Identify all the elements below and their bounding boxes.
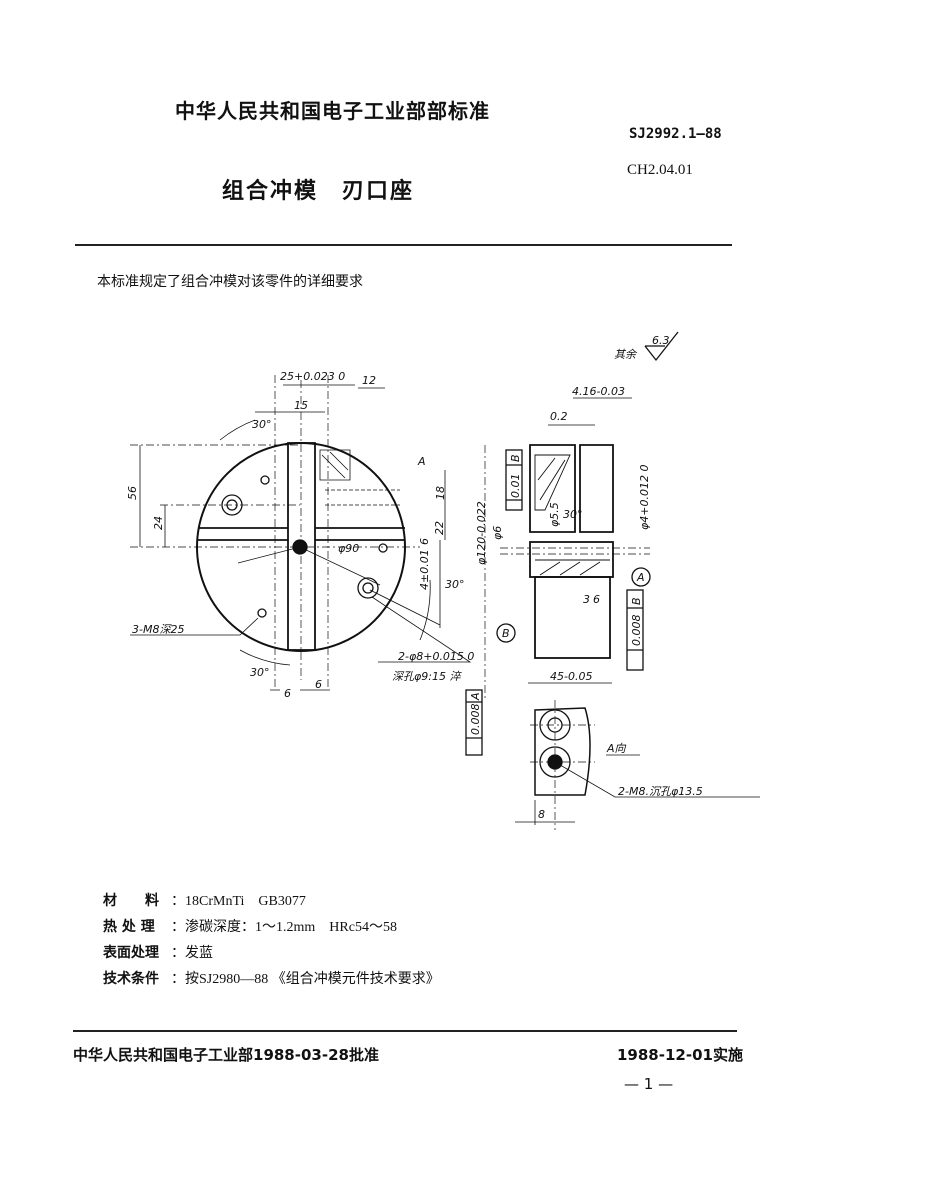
svg-text:56: 56: [126, 486, 139, 500]
svg-text:φ90: φ90: [338, 542, 359, 555]
footer-divider: [73, 1030, 737, 1032]
svg-text:8: 8: [538, 808, 545, 821]
svg-text:18: 18: [434, 486, 447, 500]
svg-text:φ6: φ6: [491, 526, 504, 540]
svg-text:0.008: 0.008: [630, 615, 643, 647]
svg-text:24: 24: [152, 516, 165, 530]
svg-text:15: 15: [294, 399, 308, 412]
svg-text:0.008: 0.008: [469, 704, 482, 736]
front-view: [130, 375, 472, 691]
svg-text:0.2: 0.2: [550, 410, 568, 423]
approval-note: 中华人民共和国电子工业部1988-03-28批准: [73, 1046, 379, 1064]
effective-date: 1988-12-01实施: [617, 1046, 743, 1064]
front-view-dimensions: 25+0.023 0 12 15 30° 56 24 A 18 22 6 4±0…: [126, 370, 474, 700]
side-view-dimensions: 4.16-0.03 0.2 φ120-0.022 φ6 0.01 B 30° φ…: [469, 385, 651, 735]
part-code: CH2.04.01: [627, 162, 693, 178]
svg-text:φ4+0.012 0: φ4+0.012 0: [638, 465, 651, 530]
svg-text:B: B: [630, 597, 643, 605]
svg-text:2-M8.沉孔φ13.5: 2-M8.沉孔φ13.5: [618, 785, 703, 798]
issuing-organization: 中华人民共和国电子工业部部标准: [175, 99, 490, 123]
svg-text:12: 12: [362, 374, 376, 387]
svg-text:6: 6: [284, 687, 291, 700]
svg-text:4±0.01: 4±0.01: [418, 549, 431, 590]
spec-technical-conditions: 技术条件：按SJ2980—88 《组合冲模元件技术要求》: [103, 971, 440, 987]
svg-text:22: 22: [433, 521, 446, 535]
roughness-symbol: [644, 331, 679, 362]
spec-surface-treatment: 表面处理：发蓝: [103, 945, 213, 961]
svg-text:φ5.5: φ5.5: [548, 502, 561, 527]
svg-text:6: 6: [315, 678, 322, 691]
svg-text:2-φ8+0.015 0: 2-φ8+0.015 0: [398, 650, 474, 663]
svg-text:3: 3: [583, 593, 590, 606]
svg-text:30°: 30°: [250, 666, 270, 679]
svg-text:深孔φ9:15 淬: 深孔φ9:15 淬: [392, 670, 462, 683]
roughness-value: 6.3: [652, 334, 670, 347]
header-divider: [75, 244, 732, 246]
svg-text:30°: 30°: [252, 418, 272, 431]
svg-text:45-0.05: 45-0.05: [550, 670, 592, 683]
svg-text:B: B: [502, 627, 510, 640]
svg-text:30°: 30°: [445, 578, 465, 591]
standard-number: SJ2992.1—88: [629, 126, 722, 142]
roughness-note: 其余: [614, 348, 638, 361]
svg-text:A: A: [636, 571, 645, 584]
view-a: A向 2-M8.沉孔φ13.5 8: [515, 700, 760, 830]
svg-text:φ120-0.022: φ120-0.022: [475, 501, 488, 565]
spec-material: 材 料：18CrMnTi GB3077: [103, 893, 306, 909]
svg-text:6: 6: [593, 593, 600, 606]
svg-text:A: A: [469, 692, 482, 701]
spec-heat-treatment: 热 处 理：渗碳深度：1～1.2mm HRc54～58: [103, 919, 397, 935]
svg-text:6: 6: [418, 538, 431, 545]
document-title: 组合冲模 刃口座: [222, 179, 415, 204]
svg-text:3-M8深25: 3-M8深25: [132, 623, 184, 636]
side-view: [465, 397, 651, 756]
svg-text:4.16-0.03: 4.16-0.03: [572, 385, 625, 398]
svg-text:A: A: [417, 455, 426, 468]
svg-text:30°: 30°: [563, 508, 583, 521]
view-a-title: A向: [606, 742, 627, 755]
svg-text:0.01: 0.01: [509, 474, 522, 499]
page-number: — 1 —: [624, 1075, 674, 1093]
svg-text:B: B: [509, 454, 522, 462]
intro-text: 本标准规定了组合冲模对该零件的详细要求: [97, 274, 363, 290]
svg-text:25+0.023 0: 25+0.023 0: [280, 370, 345, 383]
